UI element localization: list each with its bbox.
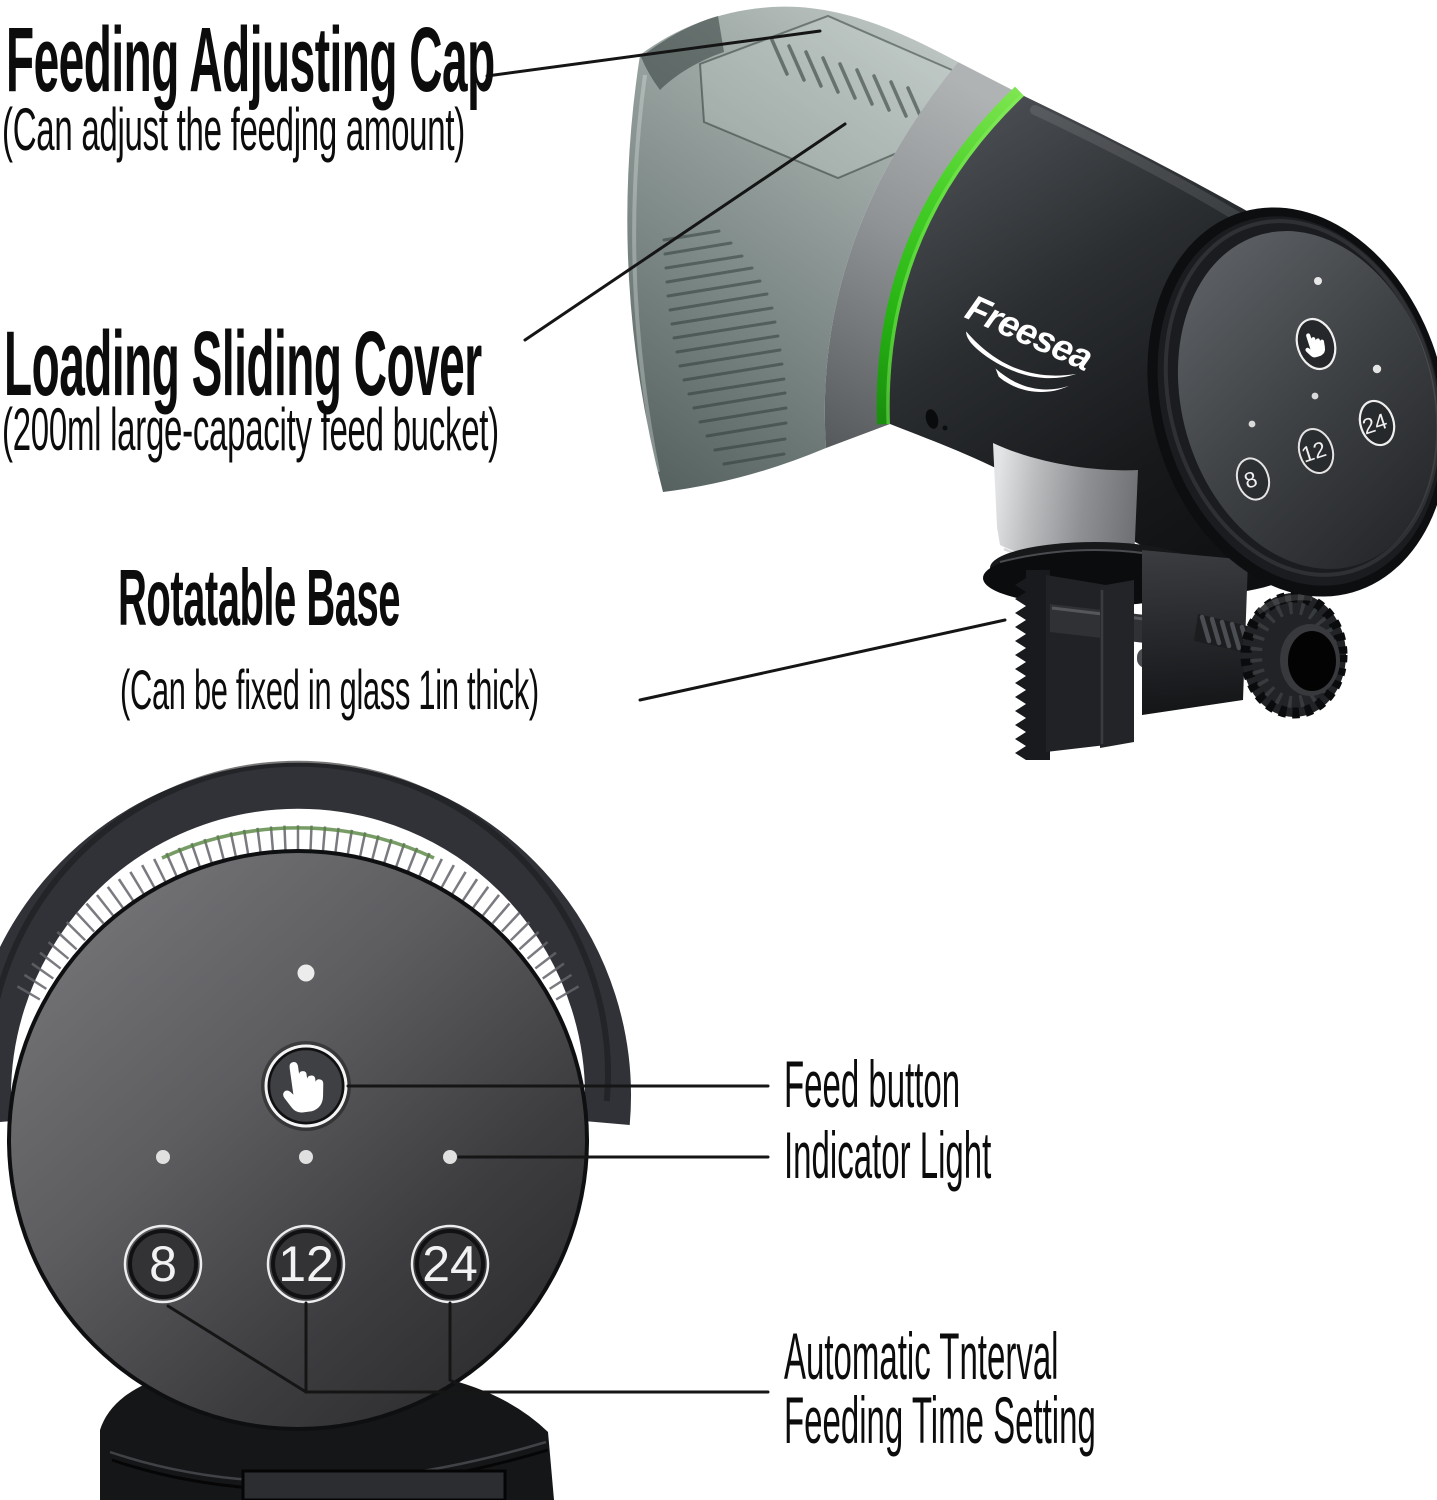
bucket-left-highlight [632, 74, 660, 473]
label-feeding-cap-subtitle-text: (Can adjust the feedjng amount) [2, 96, 465, 163]
indicator-dot-right [1372, 364, 1382, 374]
label-sliding-cover-subtitle-text: (200ml large-capacity feed bucket) [2, 396, 499, 463]
label-feed-button: Feed button [784, 1047, 1136, 1121]
label-indicator-light: Indicator Light [784, 1118, 1199, 1192]
cap-rim-knurling [16, 825, 580, 1001]
label-feed-button-text: Feed button [784, 1047, 961, 1121]
leader-feeding-cap [485, 29, 822, 78]
indicator-dot-mid [1311, 392, 1319, 400]
label-interval-setting: Automatic Tnterval Feeding Time Setting [784, 1319, 1408, 1457]
feeder-face: 8 12 24 [1147, 207, 1437, 597]
barrel-inset-panel [241, 1469, 507, 1500]
pivot-neck [993, 443, 1138, 566]
label-rotatable-base-title: Rotatable Base [118, 558, 682, 638]
clamp-front-block [1142, 550, 1248, 715]
interval-button-24-large: 24 [410, 1224, 490, 1304]
label-rotatable-base-subtitle: (Can be fixed in glass 1in thick) [120, 662, 882, 718]
face-disc [11, 853, 585, 1427]
label-sliding-cover-subtitle: (200ml large-capacity feed bucket) [2, 400, 905, 460]
label-feeding-cap-title: Feeding Adjusting Cap [6, 14, 983, 106]
bucket-grip-ribs [662, 229, 788, 466]
label-rotatable-base-subtitle-text: (Can be fixed in glass 1in thick) [120, 658, 539, 721]
leader-sliding-cover [523, 122, 847, 342]
svg-text:24: 24 [422, 1236, 478, 1292]
body-port-dot [942, 425, 948, 431]
body-port-hole [925, 409, 939, 429]
feed-button-large [261, 1041, 351, 1131]
feeder-face-closeup: 8 12 24 [0, 760, 631, 1500]
cap-rim-green-line [161, 826, 435, 860]
clamp-back-slab [1046, 575, 1106, 752]
cap-rim-outer-edge [0, 760, 611, 1102]
logo-wave-2 [995, 368, 1069, 392]
knob-hole [1288, 631, 1336, 691]
label-rotatable-base-title-text: Rotatable Base [118, 553, 400, 642]
leader-interval-24 [448, 1301, 474, 1394]
leader-rotatable-base [638, 618, 1007, 702]
cap-rim-band [0, 762, 631, 1125]
label-indicator-light-text: Indicator Light [784, 1118, 992, 1192]
indicator-dot-mid-large [299, 1150, 313, 1164]
interval-button-12-small: 12 [1297, 428, 1335, 474]
feed-bucket [627, 6, 958, 492]
clamp-serrated-jaw [1015, 570, 1050, 760]
leader-interval-8 [166, 1304, 308, 1394]
label-interval-setting-line2: Feeding Time Setting [784, 1383, 1096, 1457]
label-feeding-cap-subtitle: (Can adjust the feedjng amount) [2, 100, 844, 160]
indicator-dot-left-large [156, 1150, 170, 1164]
logo-wave [966, 331, 1077, 379]
hand-icon-small [1305, 333, 1326, 358]
label-sliding-cover-title: Loading Sliding Cover [4, 318, 959, 410]
feed-button-small [1295, 317, 1337, 371]
status-dot-top-large [297, 964, 315, 982]
indicator-dot-right-large [443, 1150, 457, 1164]
knob-highlight [1256, 594, 1313, 615]
svg-text:12: 12 [278, 1236, 334, 1292]
interval-button-12-large: 12 [266, 1224, 346, 1304]
status-dot-top [1314, 277, 1322, 285]
bucket-top-lip [641, 16, 724, 90]
leader-lines [166, 29, 1007, 1394]
clamp-front-fin [1100, 580, 1134, 748]
sliding-cover-ridges [770, 38, 925, 124]
interval-button-8-large: 8 [123, 1224, 203, 1304]
indicator-dot-left [1248, 420, 1256, 428]
barrel-gray-band [824, 62, 1024, 448]
interval-button-24-small: 24 [1358, 399, 1396, 447]
feeder-top-view: Freesea [627, 6, 1437, 760]
clamp-knob [1240, 591, 1348, 719]
label-interval-setting-line1: Automatic Tnterval [784, 1319, 1059, 1393]
svg-text:8: 8 [149, 1236, 177, 1292]
label-feeding-cap-title-text: Feeding Adjusting Cap [6, 9, 495, 111]
clamp-base [1015, 550, 1348, 760]
interval-button-8-small: 8 [1235, 457, 1271, 501]
label-sliding-cover-title-text: Loading Sliding Cover [4, 313, 482, 415]
hand-icon-large [283, 1062, 324, 1113]
